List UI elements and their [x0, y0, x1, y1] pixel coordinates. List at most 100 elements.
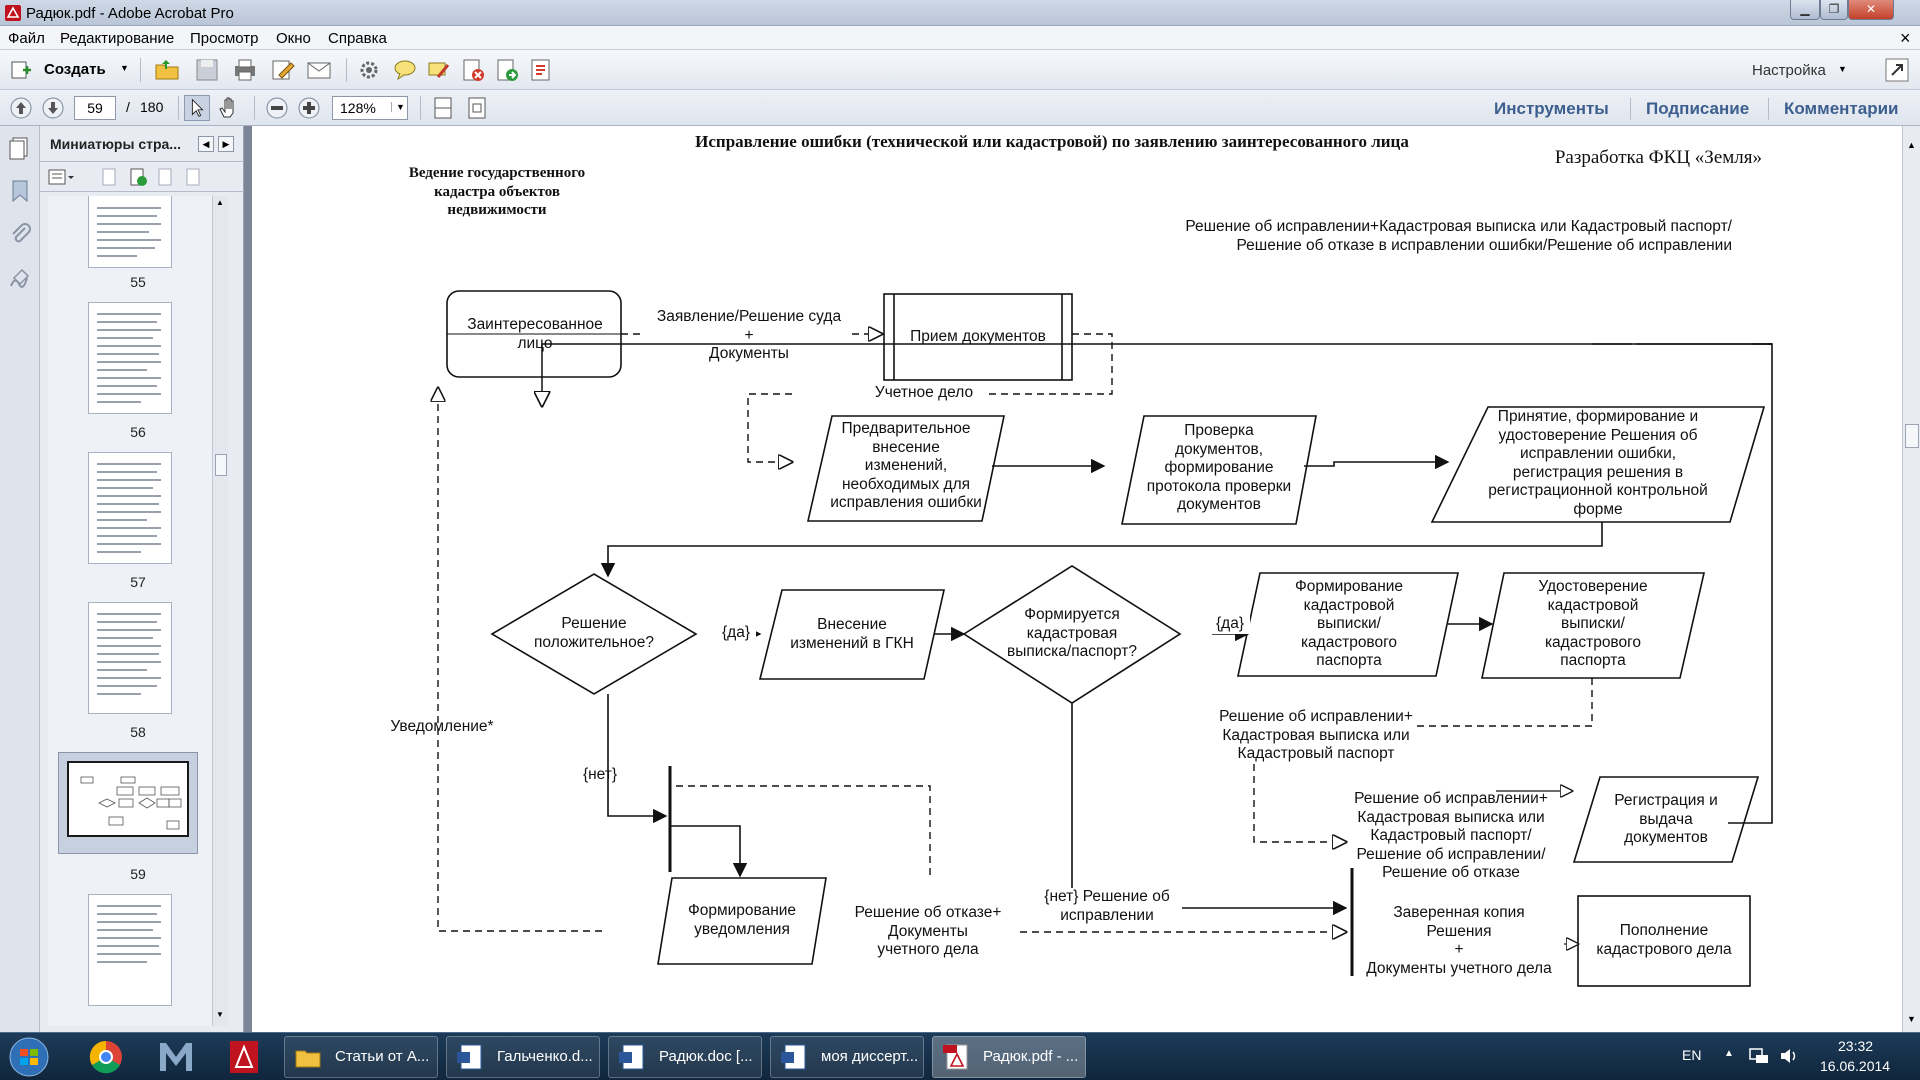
- next-page-icon[interactable]: [40, 95, 66, 121]
- task-word-2[interactable]: Радюк.doc [...: [608, 1036, 762, 1078]
- node-accept: [1430, 406, 1766, 523]
- network-icon[interactable]: [1748, 1045, 1770, 1067]
- menu-window[interactable]: Окно: [276, 30, 311, 47]
- edit-icon[interactable]: [270, 57, 296, 83]
- start-button-icon[interactable]: [6, 1035, 52, 1079]
- page-thumbnail-58[interactable]: [88, 602, 172, 714]
- acrobat-icon: [5, 5, 21, 21]
- page-thumbnail-59-selected[interactable]: [58, 752, 198, 854]
- save-icon[interactable]: [194, 57, 220, 83]
- comment-icon[interactable]: [392, 57, 418, 83]
- scroll-up-icon[interactable]: ▲: [216, 198, 224, 207]
- title-bar: Радюк.pdf - Adobe Acrobat Pro ▁ ❐ ✕: [0, 0, 1920, 26]
- close-button[interactable]: ✕: [1848, 0, 1894, 20]
- section-line: недвижимости: [447, 202, 547, 218]
- maximize-button[interactable]: ❐: [1820, 0, 1848, 20]
- open-folder-icon[interactable]: [154, 57, 180, 83]
- label-no-1: {нет}: [582, 766, 618, 783]
- task-acrobat[interactable]: Радюк.pdf - ...: [932, 1036, 1086, 1078]
- document-scrollbar[interactable]: ▲ ▼: [1902, 126, 1920, 1032]
- scroll-down-icon[interactable]: ▼: [1907, 1014, 1916, 1024]
- extract-page-icon[interactable]: [494, 57, 520, 83]
- scroll-down-icon[interactable]: ▼: [216, 1010, 224, 1019]
- page-thumbnail-number: 58: [130, 724, 146, 740]
- tray-expand-icon[interactable]: ▲: [1724, 1048, 1734, 1059]
- page-thumbnail-57[interactable]: [88, 452, 172, 564]
- pages-icon[interactable]: [8, 136, 32, 160]
- acrobat-pinned-icon[interactable]: [218, 1035, 270, 1079]
- gear-icon[interactable]: [356, 57, 382, 83]
- mail-icon[interactable]: [306, 57, 332, 83]
- chrome-icon[interactable]: [80, 1035, 132, 1079]
- label-yes-2: {да}: [1210, 615, 1250, 634]
- minimize-button[interactable]: ▁: [1790, 0, 1820, 20]
- task-folder[interactable]: Статьи от А...: [284, 1036, 438, 1078]
- section-line: Ведение государственного: [408, 165, 586, 181]
- tools-pane-link[interactable]: Инструменты: [1494, 99, 1609, 118]
- page-number-input[interactable]: 59: [74, 96, 116, 120]
- zoom-select[interactable]: 128% ▼: [332, 96, 408, 120]
- bookmark-icon[interactable]: [8, 178, 32, 204]
- chevron-down-icon[interactable]: ▼: [1838, 64, 1847, 74]
- form-icon[interactable]: [528, 57, 554, 83]
- page-thumbnail-60[interactable]: [88, 894, 172, 1006]
- options-menu-icon[interactable]: [48, 168, 76, 186]
- comment-pane-link[interactable]: Комментарии: [1784, 99, 1899, 118]
- menu-view[interactable]: Просмотр: [190, 30, 259, 47]
- menu-file[interactable]: Файл: [8, 30, 45, 47]
- volume-icon[interactable]: [1778, 1045, 1800, 1067]
- hand-icon[interactable]: [216, 95, 242, 121]
- signature-icon[interactable]: [8, 266, 32, 292]
- clock-time[interactable]: 23:32: [1838, 1038, 1874, 1054]
- toolbar-separator: [346, 58, 347, 82]
- previous-page-icon[interactable]: [8, 95, 34, 121]
- fit-page-icon[interactable]: [464, 95, 490, 121]
- panel-forward-button[interactable]: ▶: [218, 136, 234, 152]
- thumbnail-scroll-thumb[interactable]: [215, 454, 227, 476]
- delete-page-icon[interactable]: [460, 57, 486, 83]
- toolbar-separator: [140, 58, 141, 82]
- select-cursor-icon[interactable]: [184, 95, 210, 121]
- expand-icon[interactable]: [1884, 57, 1910, 83]
- m-app-icon[interactable]: [150, 1035, 202, 1079]
- zoom-out-icon[interactable]: [264, 95, 290, 121]
- page-properties-icon[interactable]: [184, 167, 204, 187]
- create-button[interactable]: Создать ▼: [8, 57, 129, 83]
- page-thumbnail-56[interactable]: [88, 302, 172, 414]
- task-word-1[interactable]: Гальченко.d...: [446, 1036, 600, 1078]
- thumbnail-scrollbar[interactable]: ▲ ▼: [212, 196, 228, 1026]
- replace-page-icon[interactable]: [156, 167, 176, 187]
- highlight-icon[interactable]: [426, 57, 452, 83]
- node-receive: [883, 293, 1073, 381]
- create-label: Создать: [44, 61, 106, 78]
- menu-edit[interactable]: Редактирование: [60, 30, 175, 47]
- section-title: Ведение государственного кадастра объект…: [372, 164, 622, 220]
- node-check: [1121, 415, 1317, 525]
- sign-pane-link[interactable]: Подписание: [1646, 99, 1750, 118]
- pane-separator: [1630, 98, 1631, 120]
- menu-help[interactable]: Справка: [328, 30, 387, 47]
- insert-page-icon[interactable]: [100, 167, 120, 187]
- zoom-in-icon[interactable]: [296, 95, 322, 121]
- fit-width-icon[interactable]: [430, 95, 456, 121]
- pane-separator: [1768, 98, 1769, 120]
- document-close-icon[interactable]: ×: [1900, 28, 1911, 48]
- scroll-up-icon[interactable]: ▲: [1907, 140, 1916, 150]
- windows-taskbar: Статьи от А... Гальченко.d... Радюк.doc …: [0, 1032, 1920, 1080]
- customize-label[interactable]: Настройка: [1752, 62, 1826, 79]
- task-label: Гальченко.d...: [497, 1048, 593, 1065]
- clock-date[interactable]: 16.06.2014: [1820, 1058, 1891, 1074]
- document-scroll-thumb[interactable]: [1905, 424, 1919, 448]
- task-label: Статьи от А...: [335, 1048, 430, 1065]
- panel-back-button[interactable]: ◀: [198, 136, 214, 152]
- language-indicator[interactable]: EN: [1682, 1047, 1702, 1063]
- page-thumbnail-55[interactable]: [88, 196, 172, 268]
- attachment-icon[interactable]: [8, 222, 32, 248]
- print-icon[interactable]: [232, 57, 258, 83]
- thumbnail-list: 55 56 57 58 59: [48, 196, 226, 1026]
- task-word-3[interactable]: моя диссерт...: [770, 1036, 924, 1078]
- extract-icon[interactable]: [128, 167, 148, 187]
